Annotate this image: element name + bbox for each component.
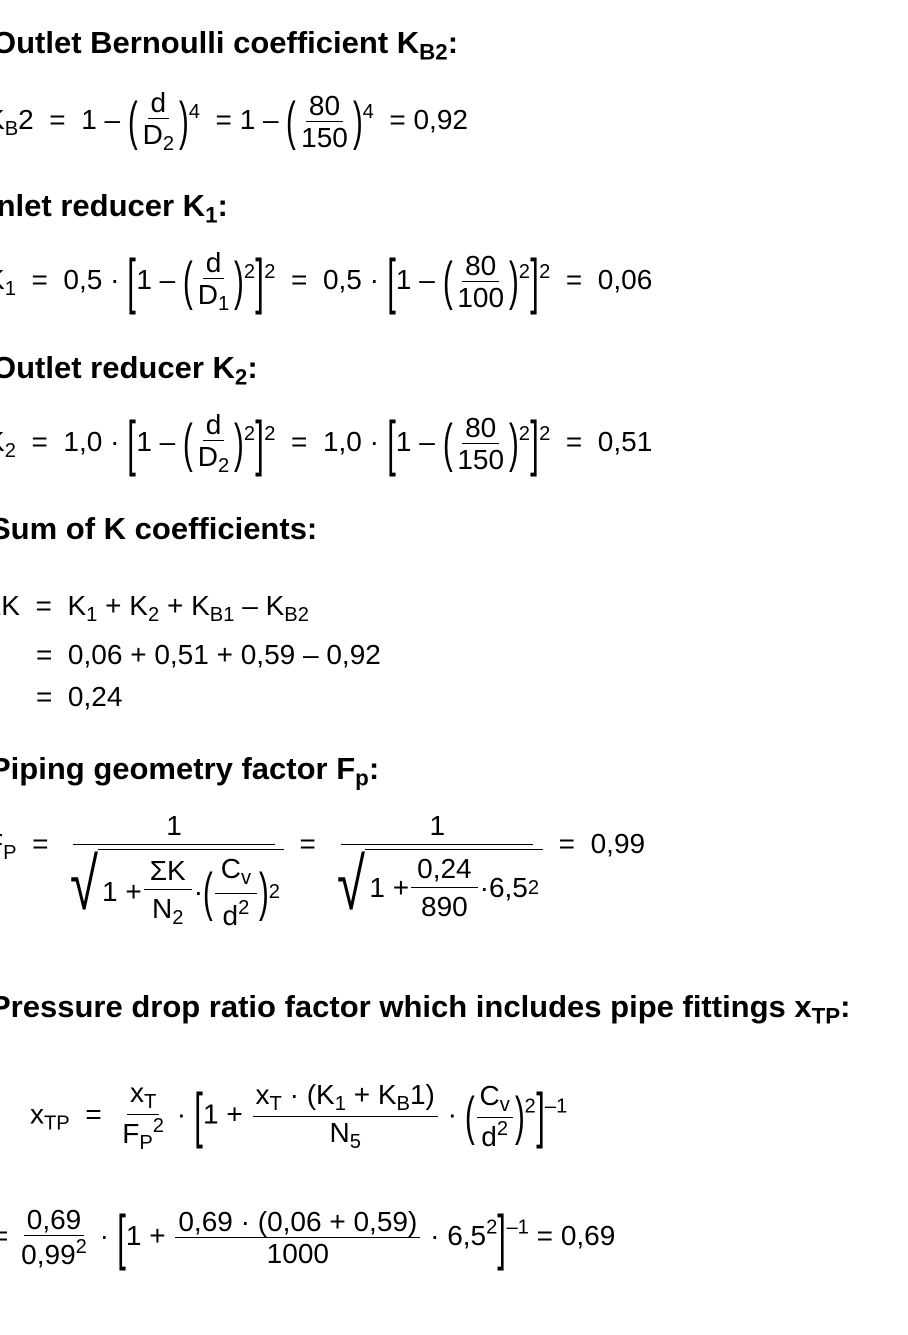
equation-sumk-line1: ΣK = K1 + K2 + KB1 – KB2 (0, 590, 309, 627)
heading-k2: Outlet reducer K2: (0, 350, 258, 390)
equation-sumk-line2: = 0,06 + 0,51 + 0,59 – 0,92 (36, 639, 381, 670)
heading-kb2: Outlet Bernoulli coefficient KB2: (0, 25, 459, 65)
fp-result: 0,99 (590, 828, 646, 859)
equation-k2: K2 = 1,0 · [1 – (dD2)2]2 = 1,0 · [1 – (8… (0, 409, 653, 478)
kb2-result: 0,92 (413, 104, 468, 136)
xtp-result: 0,69 (560, 1219, 616, 1251)
heading-k1: Inlet reducer K1: (0, 188, 228, 228)
heading-fp: Piping geometry factor Fp: (0, 751, 380, 791)
k2-result: 0,51 (597, 426, 653, 458)
sumk-result: 0,24 (67, 681, 123, 712)
heading-xtp: Pressure drop ratio factor which include… (0, 989, 851, 1029)
heading-sumk: Sum of K coefficients: (0, 511, 318, 546)
equation-sumk-line3: = 0,24 (36, 681, 123, 712)
equation-k1: K1 = 0,5 · [1 – (dD1)2]2 = 0,5 · [1 – (8… (0, 247, 653, 316)
k1-result: 0,06 (597, 264, 653, 296)
